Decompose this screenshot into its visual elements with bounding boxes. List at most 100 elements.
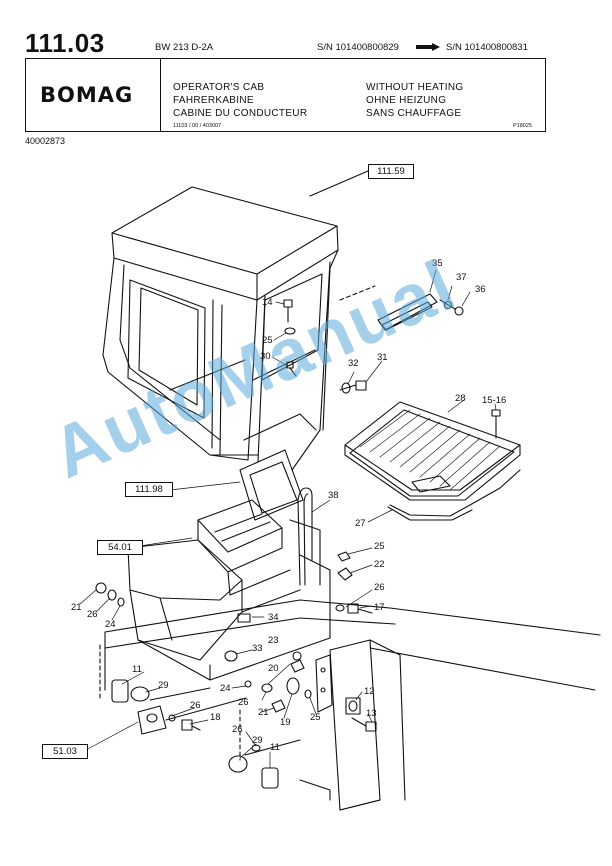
grab-rail [297,487,313,586]
callout-27: 27 [355,518,366,529]
callout-30: 30 [260,351,271,362]
washer-25 [284,327,296,335]
bolt-13 [351,717,377,732]
title-en: OPERATOR'S CAB [173,82,265,93]
callout-37: 37 [456,272,467,283]
nut-21-center [271,699,286,713]
mount-bracket-right [315,654,333,713]
bomag-logo: BOMAG [40,83,134,107]
bolt-18 [181,719,201,731]
callout-26e: 26 [232,724,243,735]
ref-box-54-01: 54.01 [97,540,143,555]
callout-31: 31 [377,352,388,363]
washer-37 [443,300,453,310]
cab-roof [111,186,339,301]
note-en: WITHOUT HEATING [366,82,464,93]
screw-30 [286,361,297,377]
callout-35: 35 [432,258,443,269]
washer-24-center [244,680,252,688]
callout-17: 17 [374,602,385,613]
rubber-mount-bottom [228,709,301,789]
mount-19 [286,677,300,695]
rubber-mount-left [111,679,211,703]
callout-18: 18 [210,712,221,723]
callout-38: 38 [328,490,339,501]
leader-dashed-35 [339,285,376,301]
washer-26-front [168,714,176,722]
pad-34 [237,613,251,623]
callout-29a: 29 [158,680,169,691]
seat [197,449,304,596]
title-fr: CABINE DU CONDUCTEUR [173,108,308,119]
callout-13: 13 [366,708,377,719]
callout-15-16: 15-16 [482,395,507,406]
nut-22 [337,567,353,581]
callout-28: 28 [455,393,466,404]
title-de: FAHRERKABINE [173,95,254,106]
washer-26-left [107,589,117,601]
callout-leaders [79,269,497,769]
callout-25b: 25 [374,541,385,552]
washer-26-right [335,604,345,612]
bolt-14 [283,299,293,323]
floor-mat [344,401,521,521]
page-number: 111.03 [25,28,105,58]
title-block [25,58,546,132]
callout-12: 12 [364,686,375,697]
callout-24a: 24 [105,619,116,630]
washer-26-center [261,683,273,693]
callout-26a: 26 [374,582,385,593]
leader-111-59 [309,170,369,197]
title-block-divider [160,58,162,132]
washer-26-bottom [251,744,261,752]
figure-reference: P18025 [513,123,532,129]
callout-20: 20 [268,663,279,674]
callout-21b: 21 [258,707,269,718]
ref-box-111-98: 111.98 [125,482,173,497]
washer-24-left [117,597,125,607]
cab-floor-frame [127,519,331,681]
callout-19: 19 [280,717,291,728]
callout-34: 34 [268,612,279,623]
bolt-36 [439,299,464,316]
callout-23: 23 [268,635,279,646]
callout-25a: 25 [262,335,273,346]
callout-21a: 21 [71,602,82,613]
main-frame [104,599,601,811]
note-de: OHNE HEIZUNG [366,95,447,106]
callout-14: 14 [262,297,273,308]
mount-12 [345,697,361,715]
doc-reference: 11103 / 00 / 403007 [173,123,222,129]
callout-36: 36 [475,284,486,295]
callout-22: 22 [374,559,385,570]
callout-25c: 25 [310,712,321,723]
mount-plate-front [137,697,247,735]
screw-15-16 [491,409,501,439]
arrow-right-icon [416,43,440,51]
callout-26c: 26 [238,697,249,708]
bushing-33 [224,650,238,662]
washer-25-center [304,689,312,699]
washer-32 [341,382,351,394]
bolt-31 [339,380,367,391]
callout-26d: 26 [190,700,201,711]
model-label: BW 213 D-2A [155,42,214,53]
serial-from: S/N 101400800829 [317,42,399,53]
note-fr: SANS CHAUFFAGE [366,108,462,119]
serial-to: S/N 101400800831 [446,42,528,53]
bracket-35 [377,293,438,331]
ref-box-51-03: 51.03 [42,744,88,759]
bolt-17 [347,603,373,614]
ref-box-111-59: 111.59 [368,164,414,179]
washer-23 [292,651,302,661]
callout-11a: 11 [132,664,142,675]
part-number: 40002873 [25,136,66,146]
callout-11b: 11 [270,742,280,753]
callout-32: 32 [348,358,359,369]
nut-20 [290,659,305,673]
callout-24b: 24 [220,683,231,694]
callout-29b: 29 [252,735,263,746]
callout-26b: 26 [87,609,98,620]
callout-33: 33 [252,643,263,654]
